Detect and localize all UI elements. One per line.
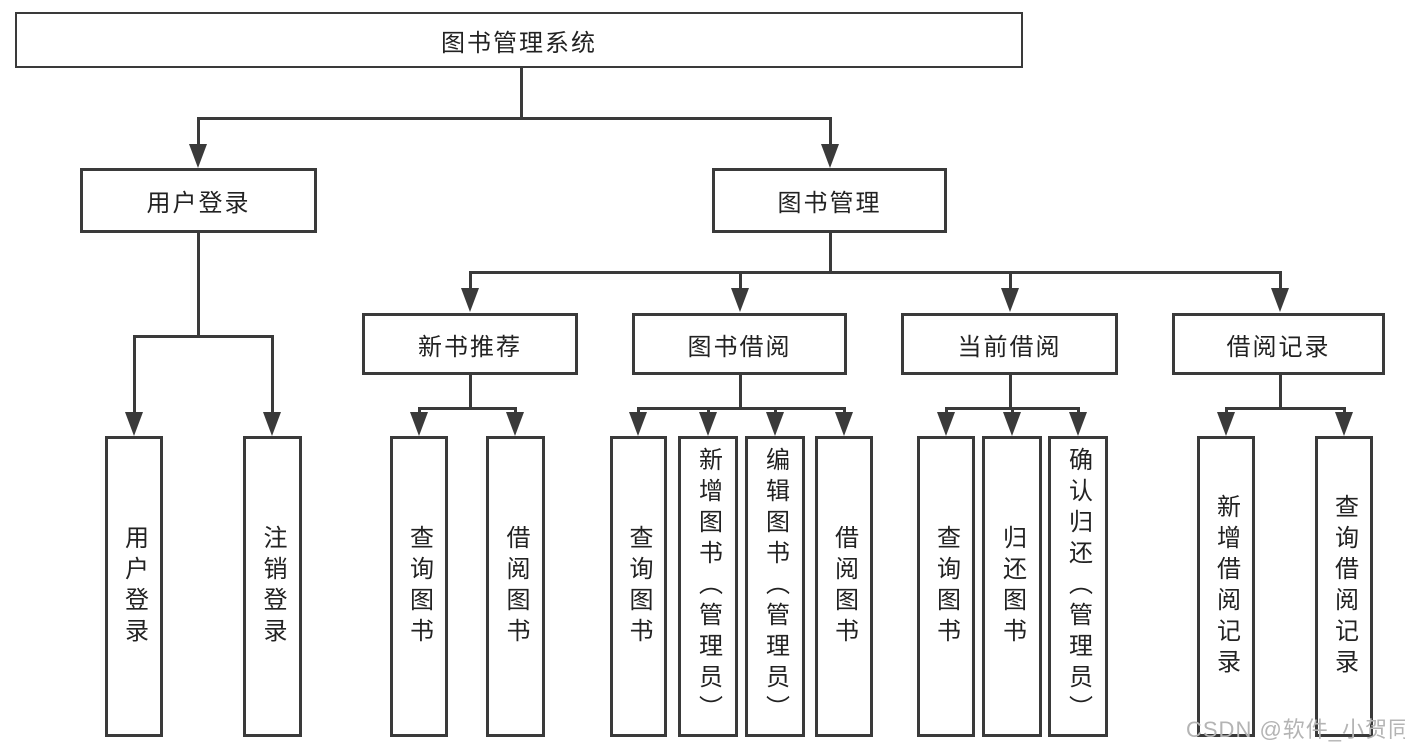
node-current-borrowing: 当前借阅 [901,313,1118,375]
node-root-label: 图书管理系统 [441,29,597,57]
arrowhead-down-12 [766,412,784,436]
connector-vline-16 [513,408,517,414]
leaf-query-borrow-record: 查询借阅记录 [1315,436,1373,737]
leaf-query-books-borrowing: 查询图书 [610,436,667,737]
node-new-book-recommend: 新书推荐 [362,313,578,375]
connector-vline-25 [1342,408,1346,414]
connector-vline-9 [1008,272,1012,290]
connector-hline-5 [944,406,1080,410]
connector-vline-8 [738,272,742,290]
leaf-add-borrow-record-label: 新增借阅记录 [1212,493,1240,680]
leaf-query-books-recommend-label: 查询图书 [405,524,433,649]
leaf-logout: 注销登录 [243,436,302,737]
connector-vline-1 [196,118,200,146]
connector-vline-18 [706,408,710,414]
connector-vline-13 [1008,375,1012,410]
connector-vline-19 [773,408,777,414]
connector-vline-10 [1278,272,1282,290]
connector-vline-2 [828,118,832,146]
arrowhead-down-9 [506,412,524,436]
node-user-login: 用户登录 [80,168,317,233]
connector-hline-2 [468,270,1282,274]
connector-hline-1 [132,334,274,338]
arrowhead-down-11 [699,412,717,436]
leaf-edit-books-admin: 编辑图书（管理员） [745,436,805,737]
node-borrowing-records-label: 借阅记录 [1226,333,1331,361]
leaf-confirm-return-admin: 确认归还（管理员） [1048,436,1108,737]
arrowhead-down-15 [1003,412,1021,436]
arrowhead-down-14 [937,412,955,436]
leaf-confirm-return-admin-label: 确认归还（管理员） [1064,447,1092,726]
leaf-borrow-books-borrowing-label: 借阅图书 [830,524,858,649]
connector-vline-4 [828,233,832,274]
arrowhead-down-2 [461,288,479,312]
connector-vline-12 [738,375,742,410]
connector-vline-5 [132,336,136,414]
arrowhead-down-16 [1069,412,1087,436]
connector-vline-15 [417,408,421,414]
arrowhead-down-3 [731,288,749,312]
node-book-borrowing-label: 图书借阅 [687,333,792,361]
connector-hline-0 [196,116,832,120]
arrowhead-down-13 [835,412,853,436]
leaf-logout-label: 注销登录 [259,524,286,649]
arrowhead-down-8 [410,412,428,436]
arrowhead-down-1 [821,144,839,168]
connector-vline-24 [1224,408,1228,414]
connector-hline-3 [417,406,517,410]
leaf-return-books-label: 归还图书 [998,524,1026,649]
connector-vline-3 [196,233,200,338]
node-new-book-recommend-label: 新书推荐 [418,333,522,361]
arrowhead-down-4 [1001,288,1019,312]
connector-vline-17 [636,408,640,414]
node-book-management-label: 图书管理 [777,190,882,217]
leaf-query-borrow-record-label: 查询借阅记录 [1330,493,1358,680]
connector-hline-6 [1224,406,1346,410]
leaf-query-books-borrowing-label: 查询图书 [625,524,652,649]
node-book-borrowing: 图书借阅 [632,313,847,375]
node-book-management: 图书管理 [712,168,947,233]
leaf-borrow-books-recommend: 借阅图书 [486,436,545,737]
arrowhead-down-5 [1271,288,1289,312]
connector-vline-20 [842,408,846,414]
connector-vline-7 [468,272,472,290]
leaf-return-books: 归还图书 [982,436,1042,737]
connector-vline-21 [944,408,948,414]
node-current-borrowing-label: 当前借阅 [957,333,1062,361]
connector-vline-0 [519,68,523,120]
connector-vline-23 [1076,408,1080,414]
leaf-edit-books-admin-label: 编辑图书（管理员） [761,447,789,726]
arrowhead-down-0 [189,144,207,168]
arrowhead-down-10 [629,412,647,436]
leaf-borrow-books-recommend-label: 借阅图书 [502,524,529,649]
connector-vline-22 [1010,408,1014,414]
node-user-login-label: 用户登录 [146,190,251,217]
connector-vline-6 [270,336,274,414]
node-root: 图书管理系统 [15,12,1023,68]
arrowhead-down-6 [125,412,143,436]
arrowhead-down-18 [1335,412,1353,436]
node-borrowing-records: 借阅记录 [1172,313,1385,375]
leaf-add-borrow-record: 新增借阅记录 [1197,436,1255,737]
leaf-add-books-admin: 新增图书（管理员） [678,436,738,737]
leaf-user-login: 用户登录 [105,436,163,737]
leaf-query-books-current-label: 查询图书 [932,524,960,649]
connector-hline-4 [636,406,846,410]
arrowhead-down-17 [1217,412,1235,436]
connector-vline-14 [1278,375,1282,410]
leaf-query-books-recommend: 查询图书 [390,436,448,737]
arrowhead-down-7 [263,412,281,436]
leaf-borrow-books-borrowing: 借阅图书 [815,436,873,737]
watermark: CSDN @软件_小贺同学 [1186,717,1405,742]
leaf-query-books-current: 查询图书 [917,436,975,737]
leaf-add-books-admin-label: 新增图书（管理员） [694,447,722,726]
leaf-user-login-label: 用户登录 [120,524,148,649]
connector-vline-11 [468,375,472,410]
